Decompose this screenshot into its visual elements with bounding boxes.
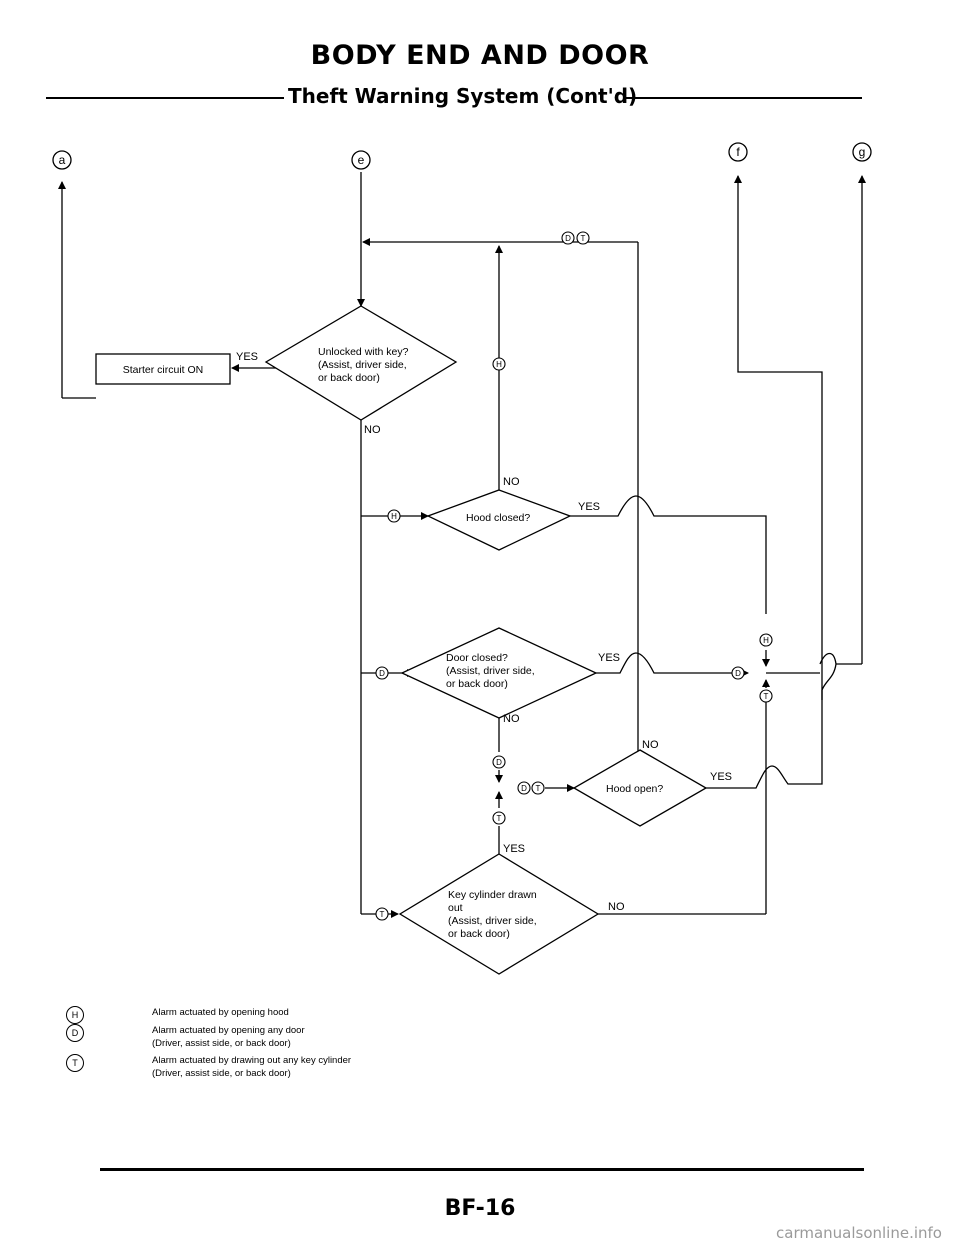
- marker-d-mid: [492, 755, 506, 769]
- marker-t-mid: [492, 811, 506, 825]
- door-closed-no-label: NO: [503, 713, 520, 725]
- marker-t-key: [375, 907, 389, 921]
- marker-d-right-label: D: [735, 669, 741, 678]
- marker-t-top: [576, 231, 590, 245]
- door-closed-line-2: (Assist, driver side,: [446, 665, 535, 677]
- marker-t-top-label: T: [581, 234, 586, 243]
- legend-door-text-1: Alarm actuated by opening any door: [152, 1025, 305, 1036]
- page-title: BODY END AND DOOR: [310, 40, 650, 71]
- door-closed-line-3: or back door): [446, 678, 508, 690]
- marker-t-right-label: T: [764, 692, 769, 701]
- key-cylinder-no-label: NO: [608, 901, 625, 913]
- marker-t-key-label: T: [380, 910, 385, 919]
- legend-door-symbol: D: [66, 1024, 84, 1042]
- decision-key-cylinder: [398, 853, 600, 975]
- watermark: carmanualsonline.info: [776, 1224, 942, 1242]
- hood-closed-line-1: Hood closed?: [466, 512, 530, 524]
- hood-closed-yes-line: [570, 495, 767, 614]
- marker-h-hood: [387, 509, 401, 523]
- marker-h-right: [759, 633, 773, 647]
- door-closed-yes-label: YES: [598, 652, 620, 664]
- marker-t-dt-label: T: [536, 784, 541, 793]
- unlocked-line-1: Unlocked with key?: [318, 346, 409, 358]
- marker-t-mid-label: T: [497, 814, 502, 823]
- decision-hood-open: [572, 749, 708, 827]
- header-rule-right: [624, 97, 862, 99]
- marker-d-top-label: D: [565, 234, 571, 243]
- decision-door-closed: [400, 627, 598, 719]
- hood-open-yes-line: [704, 175, 823, 789]
- door-closed-line-1: Door closed?: [446, 652, 508, 664]
- page-number: BF-16: [444, 1196, 516, 1221]
- header-rule-left: [46, 97, 284, 99]
- marker-t-right: [759, 689, 773, 703]
- legend-hood-text: Alarm actuated by opening hood: [152, 1007, 289, 1018]
- hood-open-no-label: NO: [642, 739, 659, 751]
- marker-h-hood-label: H: [391, 512, 397, 521]
- key-cylinder-line-3: (Assist, driver side,: [448, 915, 537, 927]
- marker-t-dt: [531, 781, 545, 795]
- legend-key-text-2: (Driver, assist side, or back door): [152, 1068, 291, 1079]
- unlocked-no-label: NO: [364, 424, 381, 436]
- legend-key: T Alarm actuated by drawing out any key …: [66, 1054, 352, 1080]
- door-closed-yes-line: [596, 652, 749, 677]
- marker-d-right: [731, 666, 745, 680]
- decision-hood-closed: [426, 489, 572, 551]
- process-starter: [95, 353, 231, 385]
- connector-f-label: f: [736, 145, 740, 159]
- key-cylinder-yes-label: YES: [503, 843, 525, 855]
- key-cylinder-line-1: Key cylinder drawn: [448, 889, 537, 901]
- connector-a-circle: [52, 150, 72, 170]
- marker-h-riser-label: H: [496, 360, 502, 369]
- legend-hood-symbol: H: [66, 1006, 84, 1024]
- hood-closed-no-label: NO: [503, 476, 520, 488]
- legend-key-symbol: T: [66, 1054, 84, 1072]
- hood-open-yes-label: YES: [710, 771, 732, 783]
- unlocked-line-3: or back door): [318, 372, 380, 384]
- marker-d-top: [561, 231, 575, 245]
- key-cylinder-line-4: or back door): [448, 928, 510, 940]
- legend-hood: H Alarm actuated by opening hood: [66, 1006, 289, 1024]
- marker-h-right-label: H: [763, 636, 769, 645]
- marker-d-mid-label: D: [496, 758, 502, 767]
- marker-d-dt: [517, 781, 531, 795]
- legend-key-text-1: Alarm actuated by drawing out any key cy…: [152, 1055, 352, 1066]
- footer-rule: [100, 1168, 864, 1171]
- hood-open-line-1: Hood open?: [606, 783, 663, 795]
- connector-e-label: e: [358, 153, 365, 167]
- connector-g-label: g: [859, 145, 866, 159]
- connector-f-circle: [728, 142, 748, 162]
- legend-door: D Alarm actuated by opening any door (Dr…: [66, 1024, 305, 1050]
- section-subtitle: Theft Warning System (Cont'd): [288, 84, 638, 108]
- legend-door-text-2: (Driver, assist side, or back door): [152, 1038, 291, 1049]
- marker-d-dt-label: D: [521, 784, 527, 793]
- decision-unlocked: [264, 305, 458, 421]
- starter-label: Starter circuit ON: [123, 364, 204, 376]
- key-cylinder-line-2: out: [448, 902, 463, 914]
- connector-e-circle: [351, 150, 371, 170]
- marker-d-door: [375, 666, 389, 680]
- connector-a-label: a: [59, 153, 66, 167]
- marker-h-riser: [492, 357, 506, 371]
- hood-closed-yes-label: YES: [578, 501, 600, 513]
- connector-g-circle: [852, 142, 872, 162]
- unlocked-yes-label: YES: [236, 351, 258, 363]
- unlocked-line-2: (Assist, driver side,: [318, 359, 407, 371]
- g-bridge-line: [819, 652, 837, 700]
- marker-d-door-label: D: [379, 669, 385, 678]
